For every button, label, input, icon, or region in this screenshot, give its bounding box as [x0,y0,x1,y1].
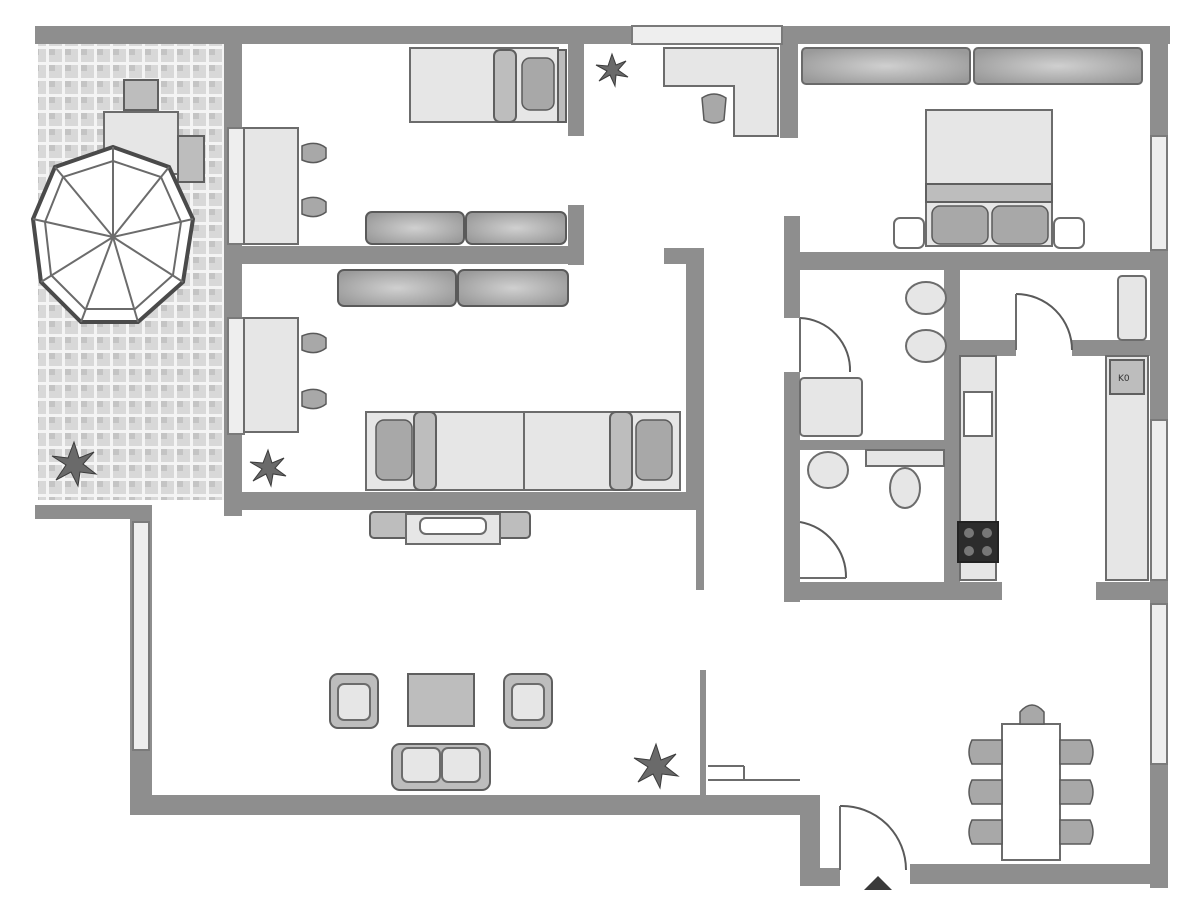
coffee-table [407,673,475,727]
wardrobe-master-b [973,47,1143,85]
terrace-chair-right [177,135,205,183]
wall-hall-partial [696,510,704,590]
wardrobe-master-a [801,47,971,85]
stairs-step [708,765,800,781]
window-living-left [132,521,150,751]
fridge [1109,359,1145,395]
wall-bed2-right [686,248,704,510]
door-entry [839,804,907,871]
wall-study-right [780,26,798,138]
wall-living-bottom [130,795,820,815]
wall-bath-mid [800,440,948,450]
office-chair-icon [701,93,727,124]
window-master-right [1150,135,1168,251]
bed-divider-a [413,411,437,491]
toilet-icon [865,449,945,509]
desk-chair-icon [301,332,327,410]
fireplace-icon [369,511,531,545]
plant-icon [633,742,680,790]
desk-1 [243,127,299,245]
wall-kitchen-top [944,340,1016,356]
master-bedroom [801,47,1143,249]
bed-1-pillow [521,57,555,111]
wall-bath-right [944,252,960,600]
bathroom [799,281,947,579]
study [595,47,779,137]
bed-pillow-a [375,419,413,481]
umbrella-icon [30,144,196,324]
wall-terrace-right [224,26,242,516]
door-bath-upper [799,317,852,373]
wardrobe-1b [465,211,567,245]
dining-chairs [968,704,1094,845]
door-bath-lower [799,521,848,579]
entry [839,804,907,890]
door-kitchen [1015,293,1073,351]
entrance-arrow-icon [864,876,892,890]
wall-bottom-entry [800,868,840,886]
bed-divider-b [609,411,633,491]
sink-icon [905,281,947,363]
bed-pillow-b [635,419,673,481]
wall-top-right [780,26,1170,44]
wardrobe-2a [337,269,457,307]
sofa-icon [391,743,491,791]
window-dining-right [1150,603,1168,765]
wall-bath-left-bottom [784,372,800,602]
kitchen-shelf [1117,275,1147,341]
corner-desk [663,47,779,137]
window-kitchen-right [1150,419,1168,581]
bed-1-side [557,49,567,123]
desk-chair-icon [301,142,327,218]
wall-master-bottom [784,252,1168,270]
wall-top-left [35,26,635,44]
bed-icon [893,109,1085,249]
plant-icon [51,440,98,488]
window-top-center [631,25,783,45]
desk-2 [243,317,299,433]
sink-icon [807,451,849,489]
shower-icon [799,377,863,437]
wall-bed1-closet [568,44,584,136]
wall-terrace-bottom [35,505,150,519]
terrace-chair-top [123,79,159,111]
window-bed1-left [227,127,245,245]
dining-table-icon [1001,723,1061,861]
stove-icon [957,521,999,563]
sink-icon [963,391,993,437]
wall-bath-left-top [784,252,800,318]
bed-1-headboard-left [493,49,517,123]
bedroom-2 [243,269,681,491]
bedroom-1 [243,47,567,245]
wall-bed2-bottom [224,492,704,510]
wall-entry-left [800,795,820,885]
plant-icon [249,448,287,488]
wall-bottom-right [910,864,1168,884]
window-bed2-left [227,317,245,435]
wardrobe-2b [457,269,569,307]
fridge-label: K0 [1118,374,1130,384]
windows [132,25,1168,765]
wall-bath-bottom [784,582,1002,600]
wall-bed2-right-stub [568,205,584,265]
dining-area [968,704,1094,861]
wall-kitchen-bottom [1096,582,1168,600]
wall-bed2-right-top [664,248,704,264]
wall-bedrooms-divider [224,246,584,264]
wall-kitchen-top-right [1072,340,1168,356]
wall-hall-partial-2 [700,670,706,795]
kitchen: K0 [957,275,1149,581]
living-room [329,673,800,791]
plant-icon [595,52,629,88]
wardrobe-1a [365,211,465,245]
